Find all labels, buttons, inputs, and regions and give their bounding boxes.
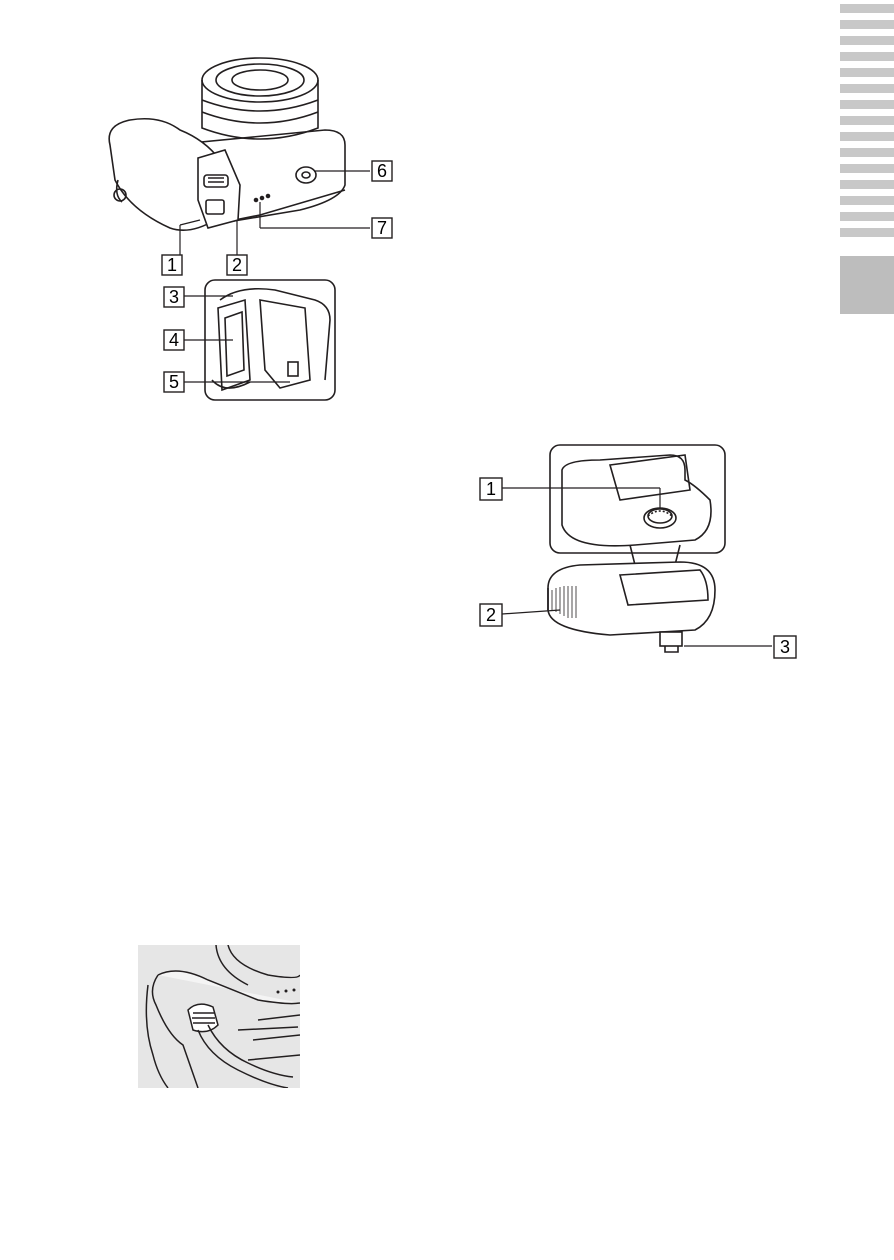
callout-2: 2 xyxy=(227,255,247,275)
section-tab[interactable] xyxy=(840,68,894,77)
flash-callout-3: 3 xyxy=(774,636,796,658)
section-tab[interactable] xyxy=(840,84,894,93)
callout-3: 3 xyxy=(164,287,184,307)
svg-text:2: 2 xyxy=(232,255,242,275)
flash-unit-figure: 1 2 3 xyxy=(470,440,810,660)
section-tab[interactable] xyxy=(840,20,894,29)
svg-text:4: 4 xyxy=(169,330,179,350)
section-tab[interactable] xyxy=(840,132,894,141)
svg-text:5: 5 xyxy=(169,372,179,392)
flash-callout-1: 1 xyxy=(480,478,502,500)
section-tab[interactable] xyxy=(840,52,894,61)
section-tab[interactable] xyxy=(840,116,894,125)
svg-text:2: 2 xyxy=(486,605,496,625)
section-tab[interactable] xyxy=(840,228,894,237)
callout-6: 6 xyxy=(372,161,392,181)
callout-4: 4 xyxy=(164,330,184,350)
svg-text:3: 3 xyxy=(169,287,179,307)
svg-text:1: 1 xyxy=(486,479,496,499)
section-tab[interactable] xyxy=(840,36,894,45)
section-tab[interactable] xyxy=(840,148,894,157)
section-tab[interactable] xyxy=(840,100,894,109)
section-tab-active[interactable] xyxy=(840,256,894,314)
svg-text:1: 1 xyxy=(167,255,177,275)
section-tab[interactable] xyxy=(840,164,894,173)
svg-text:7: 7 xyxy=(377,218,387,238)
section-tab[interactable] xyxy=(840,180,894,189)
camera-bottom-figure: 1 2 3 4 5 6 7 xyxy=(100,50,410,410)
strap-attach-figure xyxy=(138,945,300,1088)
section-tab[interactable] xyxy=(840,4,894,13)
callout-5: 5 xyxy=(164,372,184,392)
svg-text:3: 3 xyxy=(780,637,790,657)
section-tab[interactable] xyxy=(840,212,894,221)
flash-callout-2: 2 xyxy=(480,604,502,626)
section-tabs xyxy=(840,0,894,320)
callout-7: 7 xyxy=(372,218,392,238)
section-tab[interactable] xyxy=(840,196,894,205)
svg-text:6: 6 xyxy=(377,161,387,181)
callout-1: 1 xyxy=(162,255,182,275)
